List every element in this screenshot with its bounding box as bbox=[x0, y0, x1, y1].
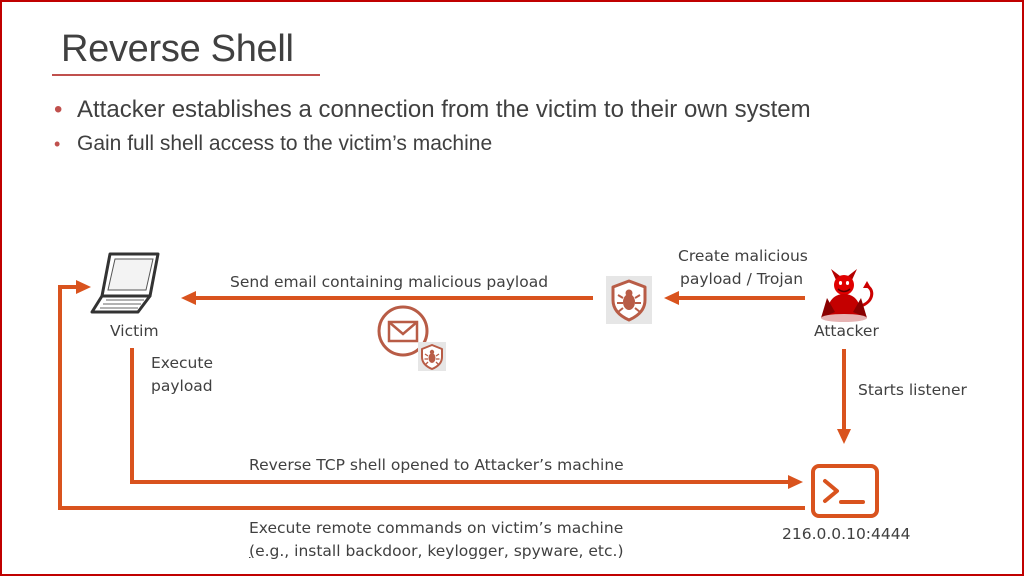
attacker-label: Attacker bbox=[814, 322, 879, 340]
title-underline bbox=[52, 74, 320, 76]
shield-bug-icon bbox=[418, 342, 446, 371]
create-payload-label: Create malicious bbox=[678, 247, 808, 265]
reverse-tcp-label: Reverse TCP shell opened to Attacker’s m… bbox=[249, 456, 624, 474]
victim-label: Victim bbox=[110, 322, 159, 340]
arrow-remote-commands bbox=[58, 280, 805, 510]
send-email-label: Send email containing malicious payload bbox=[230, 273, 549, 291]
examples-text: e.g., install backdoor, keylogger, spywa… bbox=[255, 542, 624, 560]
devil-icon bbox=[821, 269, 874, 322]
slide-title: Reverse Shell bbox=[61, 28, 294, 70]
starts-listener-label: Starts listener bbox=[858, 381, 967, 399]
bullet-list: • Attacker establishes a connection from… bbox=[54, 94, 811, 162]
bullet-dot-icon: • bbox=[54, 96, 63, 123]
listener-address-label: 216.0.0.10:4444 bbox=[782, 525, 911, 543]
execute-payload-label: Execute bbox=[151, 354, 213, 372]
arrow-reverse-tcp bbox=[130, 348, 803, 489]
arrow-attacker-to-trojan bbox=[664, 291, 805, 305]
bullet-text: Attacker establishes a connection from t… bbox=[77, 96, 811, 123]
bullet-item: • Attacker establishes a connection from… bbox=[54, 94, 811, 130]
terminal-icon bbox=[811, 464, 879, 518]
create-payload-label-2: payload / Trojan bbox=[680, 270, 804, 288]
arrow-attacker-to-listener bbox=[837, 349, 851, 444]
remote-commands-label: Execute remote commands on victim’s mach… bbox=[249, 519, 624, 537]
execute-payload-label-2: payload bbox=[151, 377, 213, 395]
envelope-icon bbox=[377, 305, 429, 357]
arrow-trojan-to-victim bbox=[181, 291, 593, 305]
bullet-text: Gain full shell access to the victim’s m… bbox=[77, 132, 493, 155]
bullet-item: • Gain full shell access to the victim’s… bbox=[54, 130, 811, 162]
laptop-icon bbox=[90, 252, 160, 314]
bullet-dot-icon: • bbox=[54, 134, 61, 154]
shield-bug-icon bbox=[606, 276, 652, 324]
open-paren: ( bbox=[249, 542, 256, 560]
remote-commands-examples: (e.g., install backdoor, keylogger, spyw… bbox=[249, 540, 624, 563]
